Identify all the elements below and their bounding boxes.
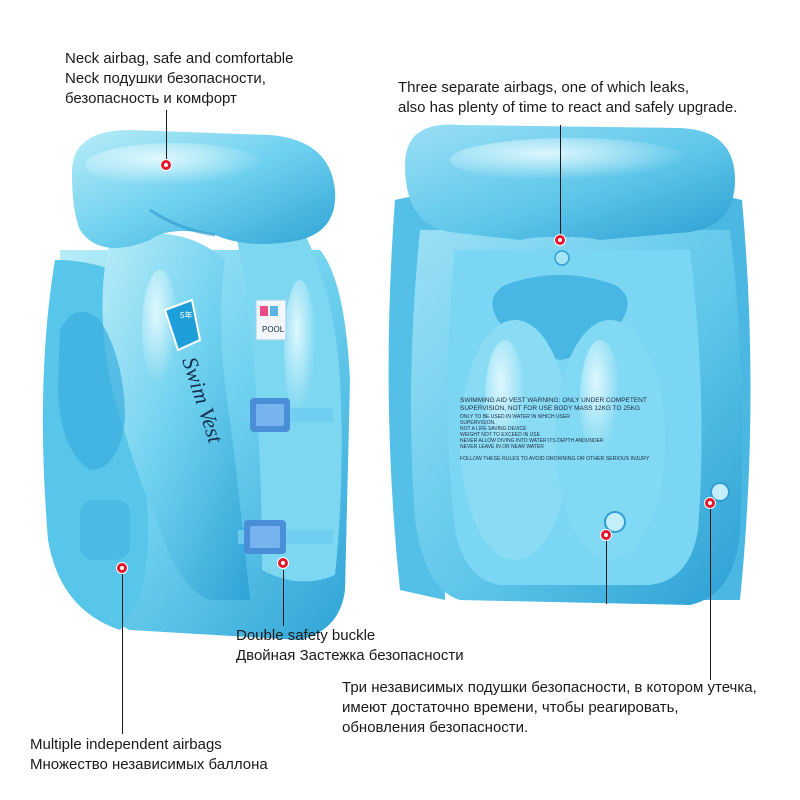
hotspot-marker-side-valve: [705, 498, 715, 508]
warning-line: SUPERVISION, NOT FOR USE BODY MASS 12KG …: [460, 405, 640, 412]
badge-text: 5年: [180, 310, 192, 320]
caption-line: Double safety buckle: [236, 627, 376, 644]
caption-line: Multiple independent airbags: [30, 736, 222, 753]
back-vest: SWIMMING AID VEST WARNING: ONLY UNDER CO…: [388, 124, 751, 605]
connector-line: [606, 540, 607, 604]
caption-line: Множество независимых баллона: [30, 756, 268, 773]
caption-line: Neck подушки безопасности,: [65, 70, 266, 87]
warning-line: ONLY TO BE USED IN WATER IN WHICH USER: [460, 414, 570, 420]
pool-sticker-text: POOL: [262, 325, 285, 334]
caption-three-airbags-ru: Три независимых подушки безопасности, в …: [342, 678, 757, 738]
connector-line: [166, 110, 167, 162]
caption-line: also has plenty of time to react and saf…: [398, 99, 738, 116]
front-vest: 5年 POOL Swim Vest: [42, 130, 351, 640]
hotspot-marker-buckle: [278, 558, 288, 568]
hotspot-marker-side: [117, 563, 127, 573]
warning-line: SUPERVISION.: [460, 420, 495, 426]
caption-line: Три независимых подушки безопасности, в …: [342, 679, 757, 696]
caption-line: имеют достаточно времени, чтобы реагиров…: [342, 699, 679, 716]
connector-line: [122, 574, 123, 734]
caption-line: Three separate airbags, one of which lea…: [398, 79, 689, 96]
hotspot-marker-collar: [555, 235, 565, 245]
connector-line: [560, 125, 561, 235]
warning-line: NEVER LEAVE IN OR NEAR WATER: [460, 444, 544, 450]
caption-double-buckle: Double safety buckle Двойная Застежка бе…: [236, 626, 464, 666]
hotspot-marker-valve: [601, 530, 611, 540]
connector-line: [283, 570, 284, 626]
warning-line: NOT A LIFE SAVING DEVICE: [460, 426, 527, 432]
warning-line: SWIMMING AID VEST WARNING: ONLY UNDER CO…: [460, 397, 647, 404]
caption-line: Neck airbag, safe and comfortable: [65, 50, 294, 67]
caption-three-airbags: Three separate airbags, one of which lea…: [398, 78, 737, 118]
caption-line: Двойная Застежка безопасности: [236, 647, 464, 664]
caption-neck-airbag: Neck airbag, safe and comfortable Neck п…: [65, 49, 293, 109]
warning-line: FOLLOW THESE RULES TO AVOID DROWNING OR …: [460, 456, 650, 462]
caption-line: обновления безопасности.: [342, 719, 529, 736]
warning-line: NEVER ALLOW DIVING INTO WATER ITS DEPTH …: [460, 438, 604, 444]
warning-line: WEIGHT NOT TO EXCEED IN USE: [460, 432, 541, 438]
warning-label: SWIMMING AID VEST WARNING: ONLY UNDER CO…: [460, 397, 650, 462]
caption-multiple-airbags: Multiple independent airbags Множество н…: [30, 735, 268, 775]
connector-line: [710, 508, 711, 680]
hotspot-marker-neck: [161, 160, 171, 170]
caption-line: безопасность и комфорт: [65, 90, 237, 107]
